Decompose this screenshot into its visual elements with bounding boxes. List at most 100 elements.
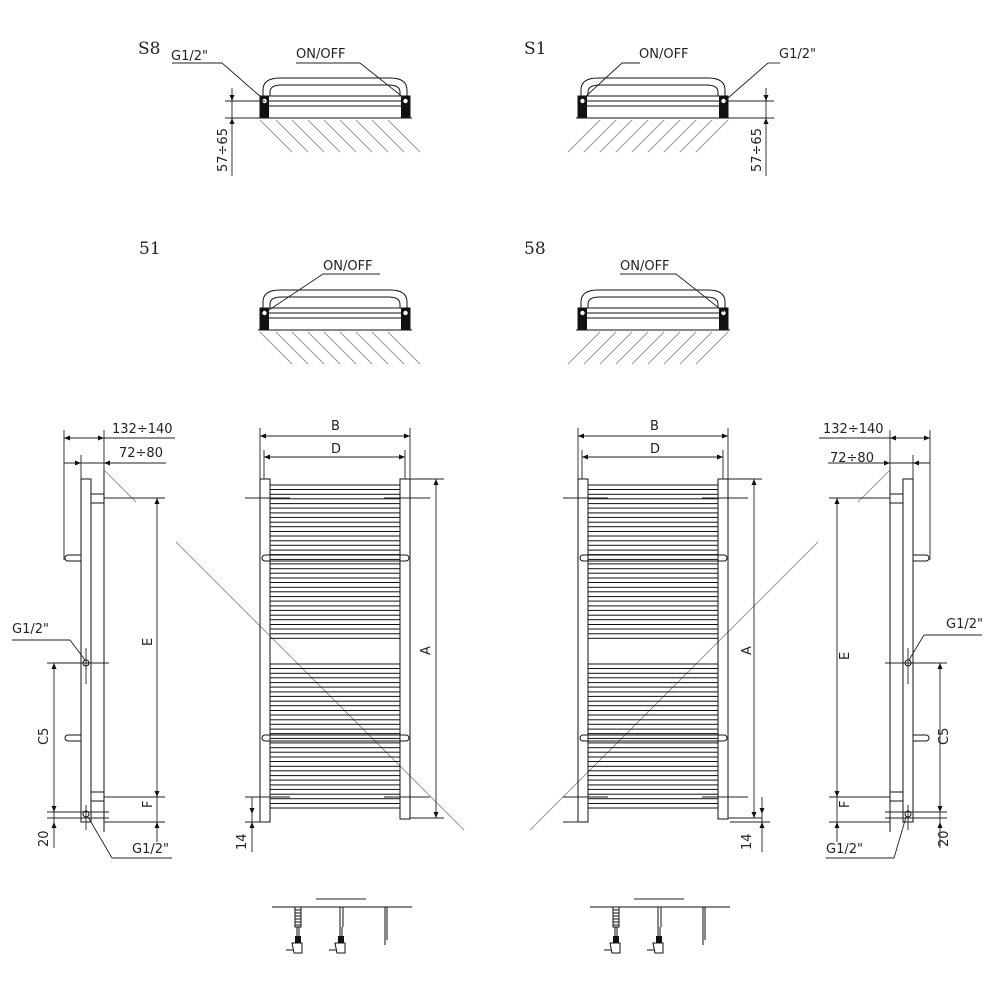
- hatch-line: [323, 331, 357, 365]
- hatch-line: [339, 119, 373, 153]
- heating-tube: [587, 540, 719, 546]
- towel-bar: [64, 554, 81, 562]
- dimension-arrow: [834, 822, 840, 828]
- s1-depth-dim: 57÷65: [750, 128, 765, 172]
- towel-bar-inner: [269, 296, 401, 308]
- dimension-arrow: [51, 822, 57, 828]
- hatch-line: [679, 331, 713, 365]
- valve-port-icon: [721, 98, 726, 104]
- wall-bracket-top: [90, 493, 105, 504]
- heating-tube: [587, 558, 719, 565]
- heating-tube: [269, 605, 401, 611]
- heating-tube: [587, 775, 719, 781]
- valve-detail-right: [590, 898, 730, 954]
- side-view-left: [12, 430, 465, 860]
- heating-tube: [269, 493, 401, 500]
- heating-tube: [269, 549, 401, 556]
- towel-bar-inner: [269, 84, 401, 96]
- side-left-connection-bottom: G1/2": [132, 842, 169, 857]
- dimension-arrow: [717, 454, 723, 460]
- top-view-51: [258, 289, 421, 365]
- dimension-arrow: [924, 435, 930, 441]
- dimension-arrow: [937, 806, 943, 812]
- heating-tube: [587, 719, 719, 725]
- heating-tubes: [269, 484, 401, 809]
- radiator-body: [577, 95, 729, 119]
- heating-tube: [269, 558, 401, 565]
- heating-tube: [269, 663, 401, 669]
- dimension-arrow: [75, 460, 81, 466]
- side-left-connection-mid: G1/2": [12, 622, 49, 637]
- heating-element-port-icon: [580, 98, 585, 104]
- hatch-line: [599, 331, 633, 365]
- leader-line: [359, 62, 405, 99]
- hatch-line: [583, 331, 617, 365]
- heating-element-port-icon: [403, 98, 408, 104]
- side-view-right: [529, 430, 982, 860]
- heating-tube: [269, 484, 401, 490]
- heating-tube: [269, 691, 401, 697]
- hatch-line: [275, 331, 309, 365]
- plug-icon: [609, 942, 621, 954]
- dimension-arrow: [834, 498, 840, 504]
- view-label-s8: S8: [138, 39, 160, 59]
- top-view-s1: [567, 77, 730, 153]
- valve-body-icon: [656, 936, 662, 943]
- heating-tube: [587, 682, 719, 688]
- heating-tube: [587, 605, 719, 611]
- dimension-arrow: [763, 95, 769, 101]
- heating-tube: [587, 672, 719, 679]
- heating-tube: [269, 672, 401, 679]
- front-right-dim-b: B: [650, 419, 659, 434]
- heating-tube: [269, 719, 401, 725]
- view-label-58: 58: [524, 239, 546, 259]
- front-right-dim-d: D: [650, 442, 660, 457]
- hatch-line: [291, 331, 325, 365]
- heating-tube: [269, 577, 401, 583]
- s1-connection-label: G1/2": [779, 47, 816, 62]
- heating-tube: [587, 803, 719, 809]
- side-right-depth-wall: 72÷80: [830, 451, 874, 466]
- heating-tube: [587, 614, 719, 621]
- heating-element-coil-icon: [612, 906, 620, 928]
- wall-bracket-bottom: [90, 791, 105, 802]
- left-rail: [577, 478, 589, 823]
- hatch-line: [599, 119, 633, 153]
- towel-bar-inner: [587, 296, 719, 308]
- towel-bar: [261, 734, 410, 742]
- towel-bar: [913, 734, 930, 742]
- towel-bar-outer: [580, 289, 726, 308]
- heating-tube: [587, 493, 719, 500]
- heating-tube: [269, 775, 401, 781]
- leader-line: [265, 273, 324, 313]
- s8-connection-label: G1/2": [171, 49, 208, 64]
- hatch-line: [275, 119, 309, 153]
- heating-tube: [587, 503, 719, 509]
- hatch-mask: [136, 460, 176, 860]
- radiator-body: [577, 307, 729, 331]
- heating-element-block: [401, 308, 410, 330]
- dimension-arrow: [578, 433, 584, 439]
- dimension-arrow: [98, 435, 104, 441]
- hatch-line: [307, 119, 341, 153]
- heating-tube: [269, 710, 401, 716]
- dimension-arrow: [433, 812, 439, 818]
- heating-tube: [269, 614, 401, 621]
- hatch-line: [679, 119, 713, 153]
- dimension-arrow: [759, 808, 765, 814]
- heating-tube: [269, 728, 401, 735]
- hatch-line: [583, 119, 617, 153]
- dimension-arrow: [433, 479, 439, 485]
- heating-tube: [587, 633, 719, 639]
- hatch-line: [567, 331, 601, 365]
- hatch-line: [371, 119, 405, 153]
- hatch-line: [387, 119, 421, 153]
- heating-tube: [269, 633, 401, 639]
- side-right-dim-c5: C5: [937, 728, 952, 745]
- valve-detail-left: [272, 898, 412, 954]
- dimension-arrow: [264, 454, 270, 460]
- heating-tube: [587, 484, 719, 490]
- side-right-connection-mid: G1/2": [946, 617, 983, 632]
- hatch-line: [567, 119, 601, 153]
- heating-tube: [269, 596, 401, 602]
